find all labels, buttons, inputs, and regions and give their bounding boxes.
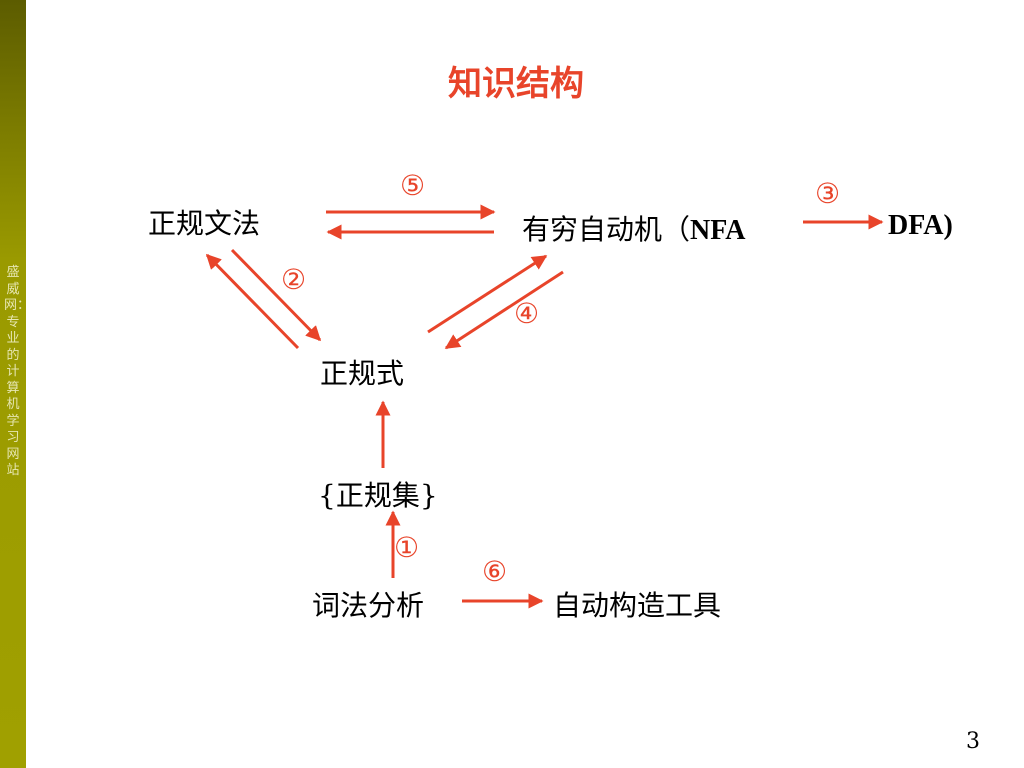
dfa-label: DFA) [888,210,953,241]
label-six: ⑥ [482,555,508,588]
arrow-grammar-to-expression [230,248,322,342]
node-regular-set: {正规集} [318,479,438,512]
arrow-expression-to-grammar [205,253,300,350]
label-five: ⑤ [400,169,426,202]
node-finite-automaton: 有穷自动机（NFA [522,208,745,248]
arrow-expression-to-automaton [427,254,548,334]
node-lexical-analysis: 词法分析 [312,589,425,622]
sidebar-site-text: 盛威网：专业的计算机学习网站 [4,265,31,478]
label-four: ④ [514,297,540,330]
label-one: ① [394,531,420,564]
node-auto-tools: 自动构造工具 [553,589,722,622]
label-three: ③ [815,177,841,210]
arrow-automaton-to-expression [444,270,564,350]
sidebar-bar: 盛威网：专业的计算机学习网站 [0,0,31,768]
label-two: ② [281,263,307,296]
node-dfa: DFA) [888,208,953,242]
slide-title: 知识结构 [448,64,584,104]
page-number: 3 [966,729,980,754]
finite-automaton-label: 有穷自动机（ [522,213,691,246]
nfa-label: NFA [690,215,746,246]
node-regular-grammar: 正规文法 [148,207,261,240]
node-regular-expression: 正规式 [320,357,405,390]
